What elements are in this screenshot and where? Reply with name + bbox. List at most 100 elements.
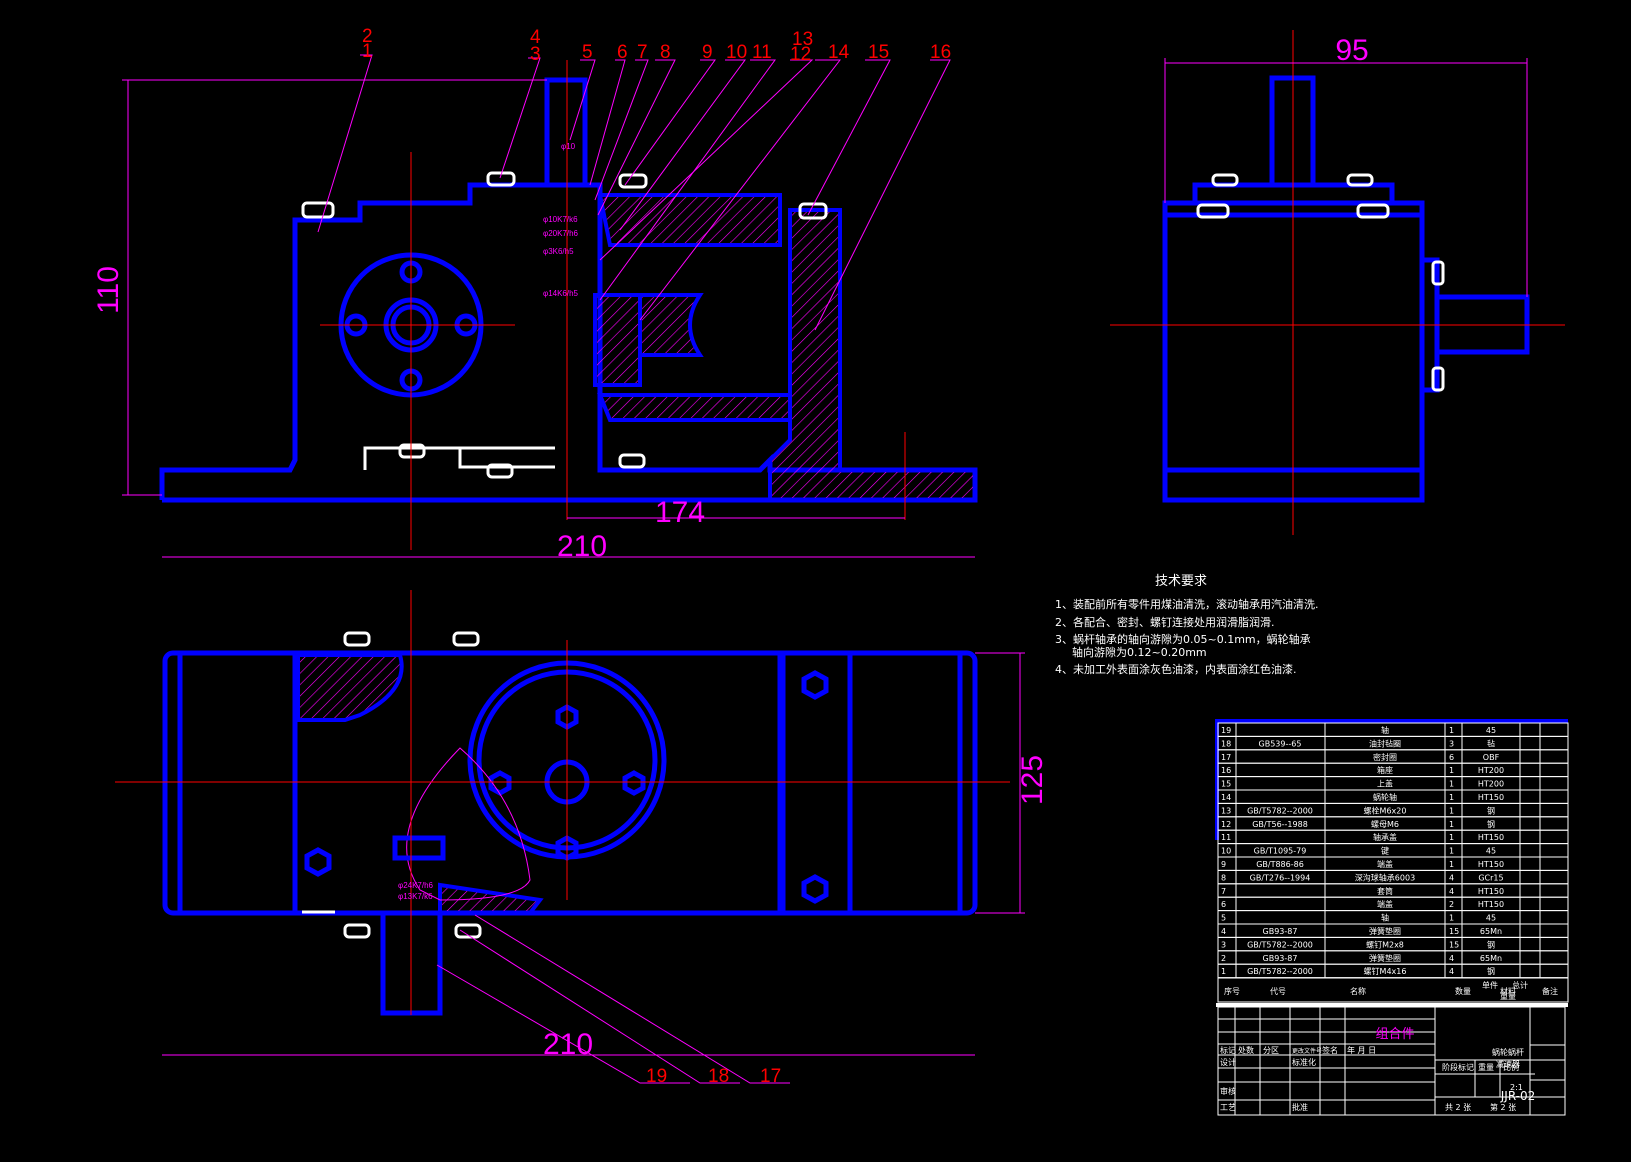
bom-cell-code: GB/T56--1988 <box>1252 820 1308 829</box>
tb-label: 第 2 张 <box>1490 1102 1516 1112</box>
fit-label: φ3K6/h5 <box>543 247 574 256</box>
scale: 2:1 <box>1510 1083 1523 1092</box>
bom-cell-material: 钢 <box>1487 939 1495 949</box>
bearing-section <box>593 293 642 387</box>
bom-cell-qty: 15 <box>1449 927 1459 936</box>
bom-cell-code: GB/T5782--2000 <box>1247 967 1313 976</box>
front-view: 110 210 174 φ10 φ10K7/k6 φ20K7/h6 φ3K6/h… <box>92 26 978 563</box>
bom-cell-material: 45 <box>1486 726 1496 735</box>
tb-label: 分区 <box>1263 1046 1279 1055</box>
bom-cell-name: 油封毡圈 <box>1369 738 1401 748</box>
tb-label: 工艺 <box>1220 1103 1236 1112</box>
bom-cell-no: 12 <box>1221 820 1231 829</box>
bom-cell-name: 键 <box>1381 846 1389 856</box>
header-material: 材料 <box>1500 986 1516 996</box>
tech-item: 3、蜗杆轴承的轴向游隙为0.05~0.1mm，蜗轮轴承 <box>1055 632 1311 646</box>
bom-cell-qty: 4 <box>1449 954 1454 963</box>
top-view: 125 210 19 18 17 φ24K7/h6 φ13K7/k6 <box>115 590 1049 1087</box>
bom-cell-qty: 1 <box>1449 847 1454 856</box>
header-qty: 数量 <box>1455 986 1471 996</box>
bom-cell-name: 套筒 <box>1377 886 1393 896</box>
bom-cell-name: 螺栓M6x20 <box>1364 805 1407 815</box>
header-single: 单件 <box>1482 980 1498 990</box>
bom-cell-qty: 15 <box>1449 940 1459 949</box>
bom-cell-no: 6 <box>1221 900 1226 909</box>
tech-title: 技术要求 <box>1155 574 1207 589</box>
bom-row-border <box>1217 776 1569 791</box>
tb-label: 年 月 日 <box>1347 1045 1376 1055</box>
bom-cell-code: GB/T886-86 <box>1256 860 1304 869</box>
part-label: 14 <box>828 42 850 63</box>
bom-cell-no: 16 <box>1221 766 1231 775</box>
bom-cell-material: 钢 <box>1487 819 1495 829</box>
bom-cell-qty: 1 <box>1449 833 1454 842</box>
fit-label: φ10K7/k6 <box>543 215 578 224</box>
header-name: 名称 <box>1350 986 1366 996</box>
dim-width-front: 210 <box>557 530 607 563</box>
bom-cell-material: HT200 <box>1478 780 1504 789</box>
part-label: 19 <box>646 1066 667 1087</box>
tb-label: 共 2 张 <box>1445 1103 1471 1112</box>
part-label: 1 <box>362 41 373 62</box>
title-block: 组合件 蜗轮蜗杆 减速器 JJR-02 2:1 标记 处数 分区 更改文件号 签… <box>1216 1003 1568 1116</box>
section-hatch <box>438 882 544 915</box>
header-remark: 备注 <box>1542 986 1558 996</box>
bom-cell-material: 钢 <box>1487 805 1495 815</box>
bom-cell-name: 端盖 <box>1377 859 1393 869</box>
bom-cell-code: GB93-87 <box>1263 954 1298 963</box>
upper-cover-section <box>597 193 782 247</box>
bom-row-border <box>1217 910 1569 925</box>
bom-cell-qty: 1 <box>1449 860 1454 869</box>
part-label: 18 <box>708 1066 729 1087</box>
bom-row-border <box>1217 883 1569 898</box>
part-label: 11 <box>752 42 772 63</box>
bom-cell-qty: 1 <box>1449 820 1454 829</box>
bom-cell-material: HT150 <box>1478 860 1504 869</box>
hex-bolt-icons <box>304 670 829 904</box>
bom-cell-code: GB/T276--1994 <box>1250 873 1311 882</box>
bom-cell-no: 2 <box>1221 954 1226 963</box>
bom-cell-material: HT150 <box>1478 833 1504 842</box>
header-weight: 重量 <box>1500 991 1516 1001</box>
bom-cell-qty: 4 <box>1449 887 1454 896</box>
bom-cell-no: 19 <box>1221 726 1231 735</box>
bom-cell-material: 钢 <box>1487 966 1495 976</box>
bom-cell-name: 轴 <box>1381 913 1389 923</box>
part-label: 3 <box>530 44 541 65</box>
housing-section <box>768 208 977 502</box>
bom-cell-no: 17 <box>1221 753 1231 762</box>
bom-cell-qty: 1 <box>1449 914 1454 923</box>
bom-cell-name: 弹簧垫圈 <box>1369 953 1401 963</box>
bom-cell-name: 螺钉M2x8 <box>1366 939 1404 949</box>
tb-label: 更改文件号 <box>1292 1047 1322 1055</box>
bom-cell-qty: 6 <box>1449 753 1454 762</box>
tb-label: 阶段标记 <box>1442 1062 1474 1072</box>
part-label: 4 <box>530 27 541 48</box>
fit-label: φ13K7/k6 <box>398 892 433 901</box>
bom-cell-name: 箱座 <box>1377 765 1393 775</box>
bom-cell-no: 14 <box>1221 793 1231 802</box>
bom-cell-code: GB/T5782--2000 <box>1247 940 1313 949</box>
bom-cell-name: 密封圈 <box>1373 752 1397 762</box>
bom-cell-qty: 3 <box>1449 739 1454 748</box>
bom-cell-no: 11 <box>1221 833 1231 842</box>
bom-cell-no: 7 <box>1221 887 1226 896</box>
bom-cell-name: 弹簧垫圈 <box>1369 926 1401 936</box>
bom-cell-code: GB93-87 <box>1263 927 1298 936</box>
worm-gear-section <box>638 293 704 357</box>
bom-cell-no: 18 <box>1221 739 1231 748</box>
fit-label: φ14K6/h5 <box>543 289 579 298</box>
